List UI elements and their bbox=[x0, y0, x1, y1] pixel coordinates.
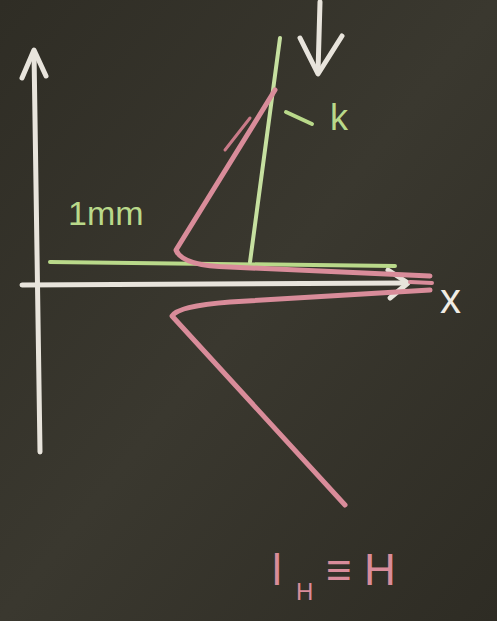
axis-arrowhead bbox=[22, 50, 46, 78]
chalk-mark bbox=[225, 118, 250, 150]
upper-branch bbox=[176, 90, 430, 276]
formula-symbol: l bbox=[272, 548, 282, 592]
vertical-axis bbox=[34, 52, 40, 452]
lower-branch bbox=[172, 290, 430, 505]
dimension-label: 1mm bbox=[68, 196, 144, 230]
formula-text: ≡ H bbox=[326, 548, 396, 592]
tick-mark bbox=[286, 112, 312, 124]
green-line bbox=[250, 38, 280, 262]
axis-label: x bbox=[440, 278, 461, 320]
subscript: H bbox=[296, 580, 313, 604]
horizontal-axis bbox=[22, 283, 405, 285]
incoming-arrow bbox=[318, 2, 320, 72]
chalk-mark bbox=[410, 282, 432, 283]
arrowhead bbox=[300, 36, 342, 74]
variable-label: k bbox=[330, 100, 348, 136]
